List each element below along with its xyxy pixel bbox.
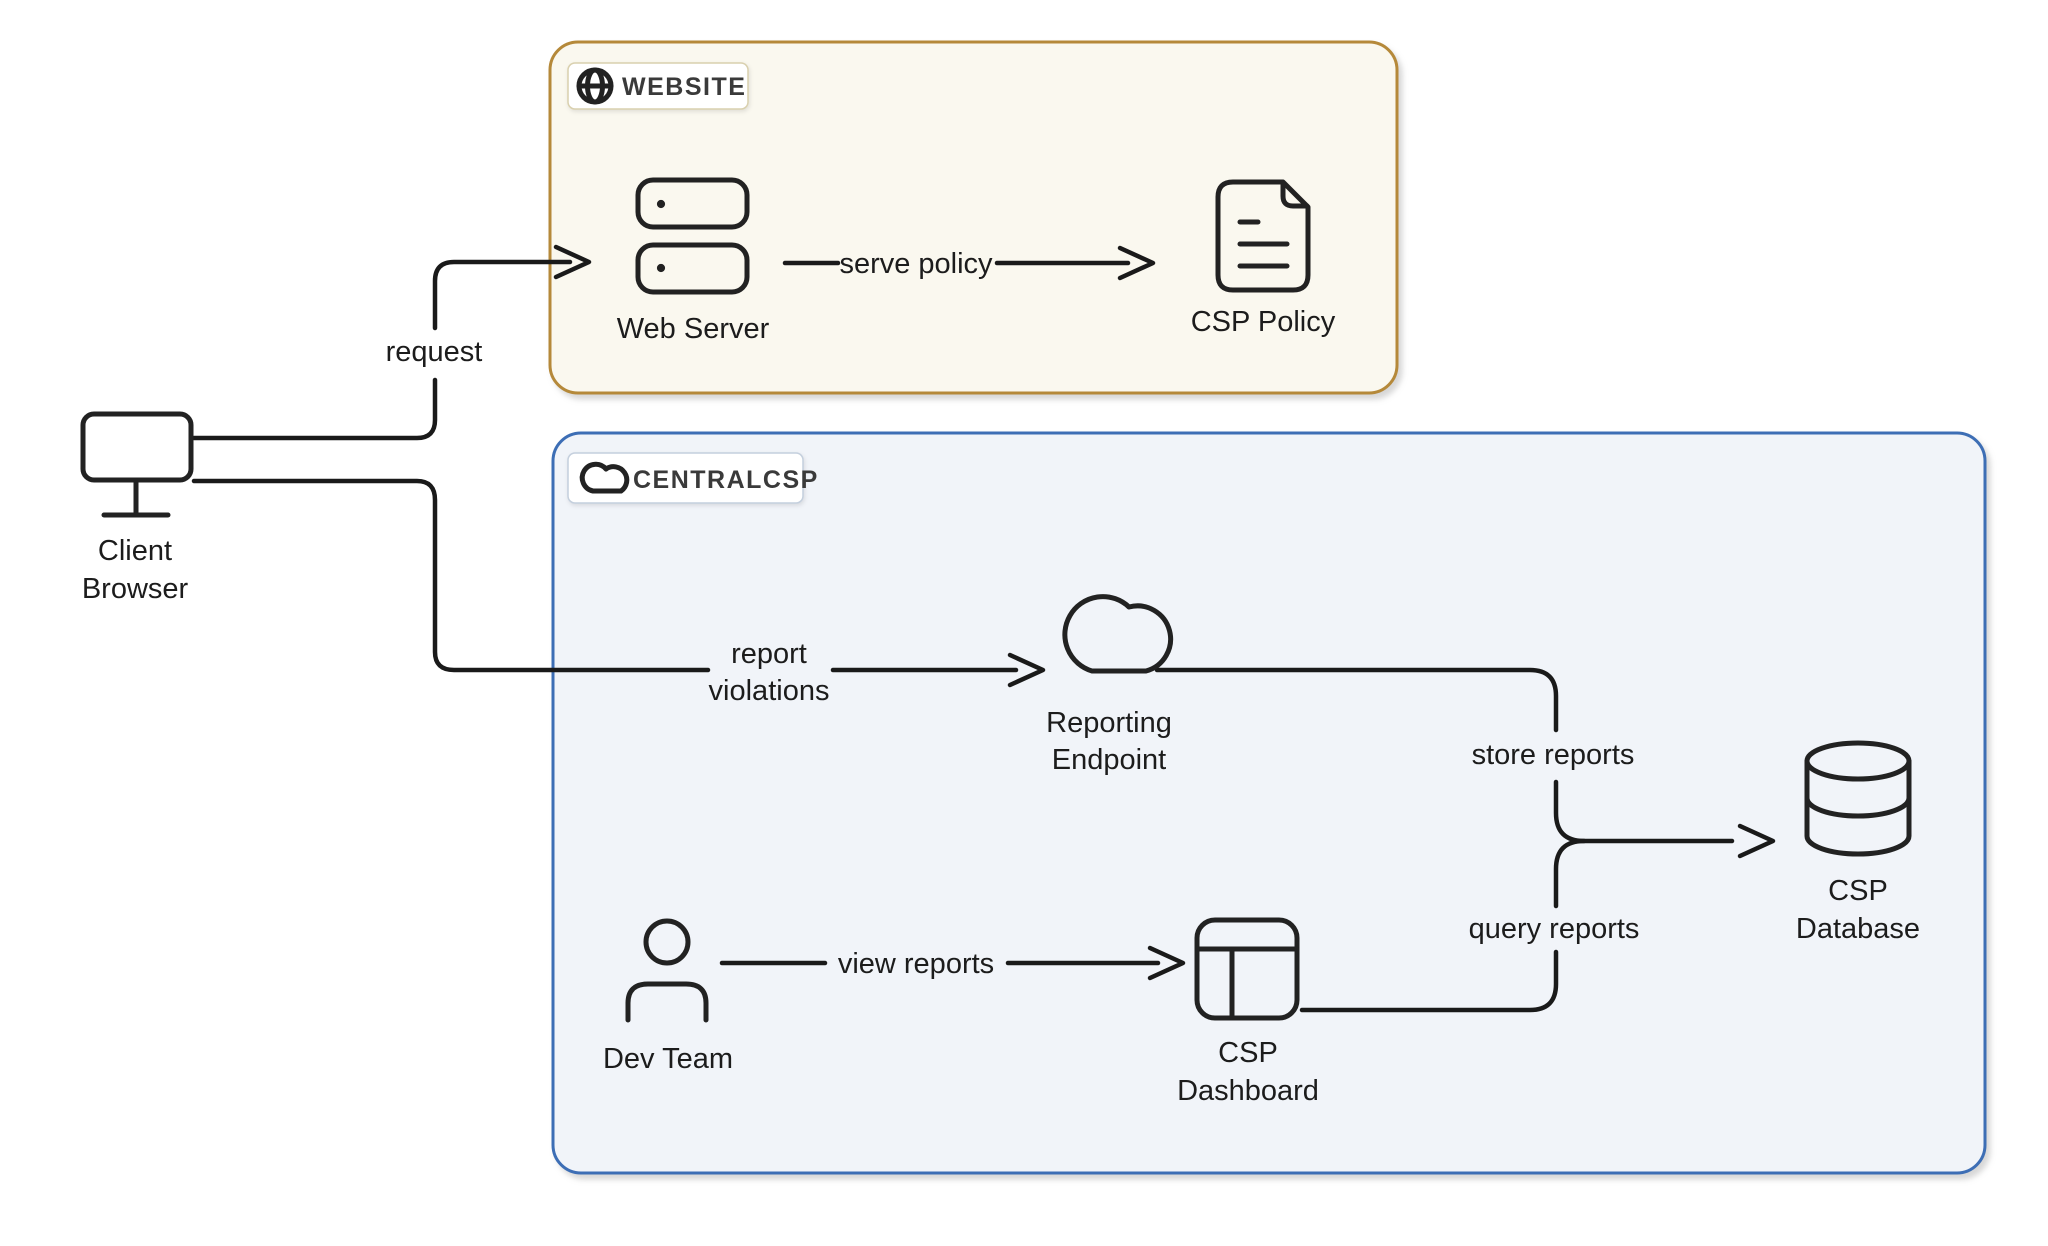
edge-serve-policy: serve policy	[782, 245, 1156, 281]
edge-request-segment	[191, 377, 438, 441]
edge-request-label: request	[386, 336, 483, 368]
arrowhead-icon	[1007, 652, 1046, 688]
csp-dashboard-label-line2: Dashboard	[1177, 1075, 1319, 1107]
document-icon	[1215, 179, 1311, 293]
csp-database-label-line1: CSP	[1828, 875, 1888, 907]
arrowhead-icon	[553, 244, 592, 280]
dashboard-layout-icon	[1194, 917, 1300, 1021]
monitor-icon	[80, 411, 194, 518]
edge-query-reports-segment	[1553, 838, 1587, 909]
edge-report-violations-segment	[191, 478, 711, 673]
edge-view-reports-label: view reports	[838, 948, 994, 980]
client-browser-label-line1: Client	[98, 535, 172, 567]
edge-store-reports-segment	[1154, 667, 1559, 733]
cloud-icon	[1062, 594, 1174, 674]
centralcsp-group-label: CENTRALCSP	[633, 466, 819, 494]
website-group: WEBSITE	[548, 40, 1399, 395]
edge-query-reports: query reports	[1299, 838, 1640, 1013]
website-group-badge	[567, 62, 749, 110]
node-reporting-endpoint: Reporting Endpoint	[1046, 594, 1174, 776]
edge-view-reports: view reports	[719, 945, 1186, 981]
node-csp-dashboard: CSP Dashboard	[1177, 917, 1319, 1107]
arrowhead-icon	[1147, 945, 1186, 981]
csp-database-label-line2: Database	[1796, 913, 1920, 945]
edge-request: request	[191, 244, 592, 441]
csp-policy-label: CSP Policy	[1191, 306, 1336, 338]
arrowhead-icon	[1117, 245, 1156, 281]
edge-serve-policy-label: serve policy	[839, 248, 993, 280]
node-client-browser: Client Browser	[80, 411, 194, 605]
node-csp-database: CSP Database	[1796, 740, 1920, 945]
edge-query-reports-segment	[1299, 949, 1559, 1013]
node-web-server: Web Server	[617, 177, 770, 345]
reporting-endpoint-label-line2: Endpoint	[1052, 744, 1167, 776]
edge-report-violations: report violations	[191, 478, 1046, 707]
edge-query-reports-label: query reports	[1469, 913, 1640, 945]
dev-team-label: Dev Team	[603, 1043, 733, 1075]
centralcsp-group-badge	[567, 452, 804, 504]
cloud-icon	[579, 461, 630, 494]
edge-report-violations-label-line2: violations	[709, 675, 830, 707]
server-icon	[635, 177, 750, 295]
node-dev-team: Dev Team	[603, 918, 733, 1075]
database-cylinder-icon	[1804, 740, 1912, 857]
person-icon	[625, 918, 709, 1023]
globe-icon	[576, 67, 614, 105]
web-server-label: Web Server	[617, 313, 770, 345]
website-group-box	[548, 40, 1399, 395]
edge-request-segment	[432, 259, 573, 331]
node-csp-policy: CSP Policy	[1191, 179, 1336, 338]
reporting-endpoint-label-line1: Reporting	[1046, 707, 1172, 739]
centralcsp-group: CENTRALCSP	[551, 431, 1987, 1175]
edge-report-violations-label-line1: report	[731, 638, 807, 670]
edge-store-reports-label: store reports	[1472, 739, 1635, 771]
csp-dashboard-label-line1: CSP	[1218, 1037, 1278, 1069]
centralcsp-group-box	[551, 431, 1987, 1175]
website-group-label: WEBSITE	[622, 73, 746, 101]
client-browser-label-line2: Browser	[82, 573, 189, 605]
edge-store-reports: store reports	[1154, 667, 1776, 859]
arrowhead-icon	[1737, 823, 1776, 859]
